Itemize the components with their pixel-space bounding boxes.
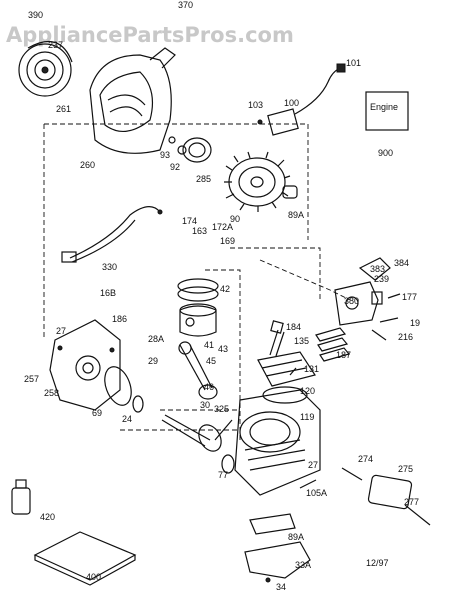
part-number-label: 330 bbox=[102, 262, 117, 272]
part-number-label: 216 bbox=[398, 332, 413, 342]
engine-base bbox=[244, 513, 311, 583]
owners-manual bbox=[33, 531, 137, 586]
oil-seal bbox=[132, 395, 144, 413]
part-number-label: 135 bbox=[294, 336, 309, 346]
manual-number: 900 bbox=[378, 148, 393, 158]
part-number-label: 380 bbox=[344, 296, 359, 306]
part-number-label: 239 bbox=[374, 274, 389, 284]
part-number-label: 277 bbox=[404, 497, 419, 507]
wire-harness bbox=[61, 206, 163, 263]
part-number-label: 89A bbox=[288, 532, 304, 542]
part-number-label: 19 bbox=[410, 318, 420, 328]
part-number-label: 260 bbox=[80, 160, 95, 170]
part-number-label: 24 bbox=[122, 414, 132, 424]
part-number-label: 77 bbox=[218, 470, 228, 480]
crankcase-cover bbox=[49, 319, 121, 411]
part-number-label: 103 bbox=[248, 100, 263, 110]
part-number-label: 29 bbox=[148, 356, 158, 366]
manual-title: Engine bbox=[370, 102, 398, 112]
part-number-label: 384 bbox=[394, 258, 409, 268]
reed-valves bbox=[315, 327, 351, 362]
part-number-label: 187 bbox=[336, 350, 351, 360]
part-number-label: 400 bbox=[86, 572, 101, 582]
connecting-rod bbox=[178, 341, 218, 400]
watermark-text: AppliancePartsPros.com bbox=[6, 23, 294, 47]
part-number-label: 383 bbox=[370, 264, 385, 274]
part-number-label: 275 bbox=[398, 464, 413, 474]
spark-plug bbox=[269, 320, 297, 376]
bearing bbox=[221, 454, 235, 474]
carb-fasteners bbox=[371, 293, 401, 341]
part-number-label: 285 bbox=[196, 174, 211, 184]
part-number-label: 93 bbox=[160, 150, 170, 160]
blower-housing bbox=[89, 47, 176, 154]
part-number-label: 27 bbox=[308, 460, 318, 470]
piston-rings bbox=[177, 278, 219, 302]
assembly-lines bbox=[43, 123, 351, 440]
part-number-label: 69 bbox=[92, 408, 102, 418]
part-number-label: 33A bbox=[295, 560, 311, 570]
part-number-label: 184 bbox=[286, 322, 301, 332]
cover-gasket bbox=[104, 366, 132, 406]
part-number-label: 237 bbox=[48, 40, 63, 50]
engine-manual-box: Engine 900 bbox=[365, 91, 409, 158]
part-number-label: 420 bbox=[40, 512, 55, 522]
choke-knob bbox=[358, 257, 391, 281]
part-number-label: 101 bbox=[346, 58, 361, 68]
date-code: 12/97 bbox=[366, 558, 389, 568]
oil-bottle bbox=[11, 479, 31, 515]
recoil-starter bbox=[18, 40, 73, 97]
part-number-label: 261 bbox=[56, 104, 71, 114]
part-number-label: 390 bbox=[28, 10, 43, 20]
part-number-label: 90 bbox=[230, 214, 240, 224]
part-number-label: 169 bbox=[220, 236, 235, 246]
part-number-label: 120 bbox=[300, 386, 315, 396]
part-number-label: 34 bbox=[276, 582, 286, 592]
part-number-label: 27 bbox=[56, 326, 66, 336]
part-number-label: 92 bbox=[170, 162, 180, 172]
part-number-label: 46 bbox=[204, 382, 214, 392]
starter-cup bbox=[168, 136, 212, 163]
part-number-label: 174 bbox=[182, 216, 197, 226]
part-number-label: 16B bbox=[100, 288, 116, 298]
piston bbox=[179, 303, 217, 337]
head-gasket bbox=[262, 386, 308, 404]
flywheel-key bbox=[282, 185, 298, 199]
part-number-label: 258 bbox=[44, 388, 59, 398]
part-number-label: 163 bbox=[192, 226, 207, 236]
cylinder-head bbox=[257, 351, 316, 404]
cylinder-block bbox=[221, 389, 321, 496]
crankshaft bbox=[161, 414, 233, 452]
part-number-label: 119 bbox=[300, 412, 314, 422]
part-number-label: 274 bbox=[358, 454, 373, 464]
part-number-label: 257 bbox=[24, 374, 39, 384]
part-number-label: 45 bbox=[206, 356, 216, 366]
muffler bbox=[341, 467, 431, 526]
ignition-module bbox=[257, 63, 346, 136]
part-number-label: 41 bbox=[204, 340, 214, 350]
part-number-label: 325 bbox=[214, 404, 229, 414]
part-number-label: 131 bbox=[304, 364, 319, 374]
carburetor bbox=[334, 257, 391, 326]
part-number-label: 186 bbox=[112, 314, 127, 324]
part-number-label: 42 bbox=[220, 284, 230, 294]
part-number-label: 28A bbox=[148, 334, 164, 344]
flywheel bbox=[224, 151, 291, 212]
part-number-label: 370 bbox=[178, 0, 193, 10]
part-number-label: 100 bbox=[284, 98, 299, 108]
part-number-label: 43 bbox=[218, 344, 228, 354]
part-number-label: 89A bbox=[288, 210, 304, 220]
part-number-label: 172A bbox=[212, 222, 233, 232]
part-number-label: 177 bbox=[402, 292, 417, 302]
exhaust-gasket bbox=[299, 479, 317, 489]
part-number-label: 105A bbox=[306, 488, 327, 498]
part-number-label: 30 bbox=[200, 400, 210, 410]
